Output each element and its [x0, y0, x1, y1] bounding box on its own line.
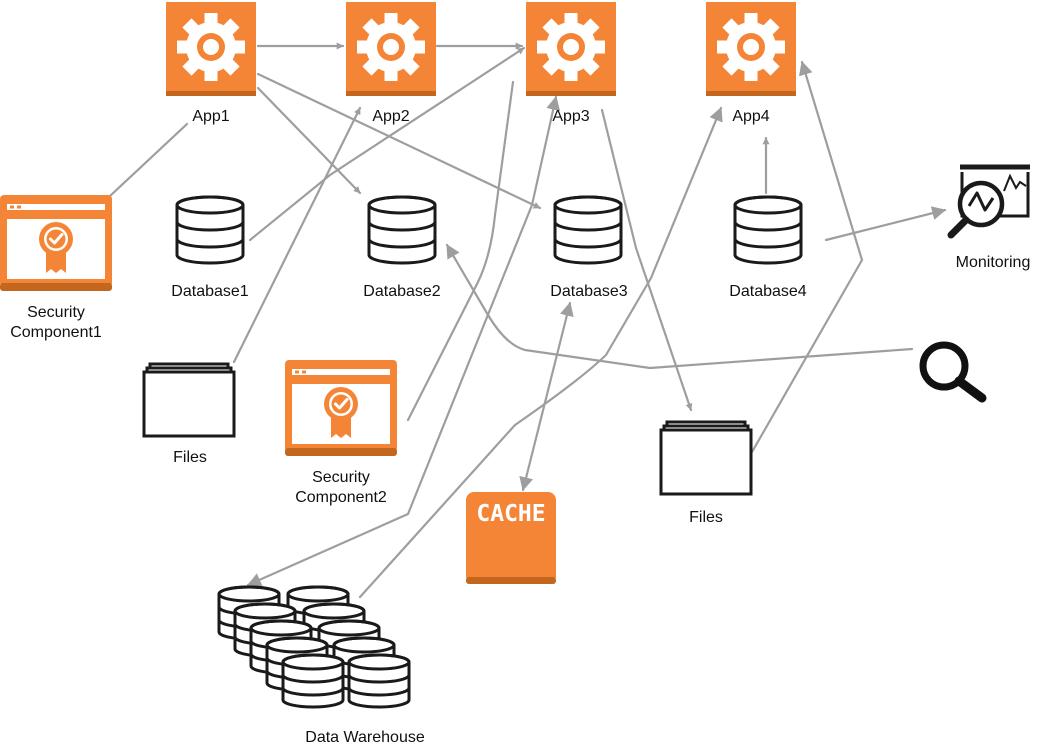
data-warehouse-label: Data Warehouse — [305, 729, 425, 746]
data-warehouse-node[interactable]: Data Warehouse — [217, 585, 425, 746]
app2-node[interactable]: App2 — [346, 2, 436, 125]
certificate-window-icon — [285, 360, 397, 456]
connector-db3-app3-dw — [246, 95, 561, 587]
connector-sec1-app1 — [108, 122, 189, 198]
files1-label: Files — [173, 449, 207, 466]
search-icon — [919, 341, 987, 403]
monitoring-node[interactable]: Monitoring — [947, 162, 1036, 271]
database-icon — [553, 195, 623, 265]
security-component2-label-line2: Component2 — [295, 489, 387, 506]
connector-dw-app4 — [358, 106, 723, 599]
app4-label: App4 — [732, 108, 769, 125]
certificate-window-icon — [0, 195, 112, 291]
files-stack-icon — [659, 420, 753, 496]
files-stack-icon — [142, 362, 236, 438]
app3-label: App3 — [552, 108, 589, 125]
connector-search-db2 — [445, 243, 914, 370]
files2-node[interactable]: Files — [659, 420, 753, 526]
security-component2-label-line1: Security — [312, 469, 370, 486]
cache-text: CACHE — [476, 501, 545, 527]
files2-label: Files — [689, 509, 723, 526]
cache-node[interactable]: CACHE — [466, 492, 556, 584]
gear-icon — [706, 2, 796, 96]
monitoring-icon — [947, 162, 1036, 239]
security-component1-label-line2: Component1 — [10, 324, 102, 341]
gear-icon — [526, 2, 616, 96]
cache-icon — [466, 492, 556, 584]
files1-node[interactable]: Files — [142, 362, 236, 466]
database-icon — [733, 195, 803, 265]
app1-label: App1 — [192, 108, 229, 125]
database-icon — [367, 195, 437, 265]
database-icon — [175, 195, 245, 265]
app3-node[interactable]: App3 — [526, 2, 616, 125]
connector-files1-app2 — [232, 106, 362, 364]
data-warehouse-icon — [217, 585, 411, 709]
database2-label: Database2 — [363, 283, 440, 300]
connector-files2-app4 — [750, 60, 864, 454]
search-node[interactable] — [919, 341, 987, 403]
connector-db3-cache — [519, 301, 574, 492]
connectors — [108, 42, 947, 599]
security-component1-label-line1: Security — [27, 304, 85, 321]
database1-node[interactable]: Database1 — [171, 195, 249, 300]
database4-label: Database4 — [729, 283, 806, 300]
app4-node[interactable]: App4 — [706, 2, 796, 125]
monitoring-label: Monitoring — [956, 254, 1031, 271]
security-component1-node[interactable]: Security Component1 — [0, 195, 112, 341]
connector-db4-monitoring — [824, 206, 947, 242]
database2-node[interactable]: Database2 — [363, 195, 441, 300]
app2-label: App2 — [372, 108, 409, 125]
app1-node[interactable]: App1 — [166, 2, 256, 125]
gear-icon — [346, 2, 436, 96]
database3-label: Database3 — [550, 283, 627, 300]
gear-icon — [166, 2, 256, 96]
security-component2-node[interactable]: Security Component2 — [285, 360, 397, 506]
connector-app3-files2 — [600, 108, 693, 412]
database3-node[interactable]: Database3 — [550, 195, 628, 300]
database1-label: Database1 — [171, 283, 248, 300]
database4-node[interactable]: Database4 — [729, 195, 807, 300]
